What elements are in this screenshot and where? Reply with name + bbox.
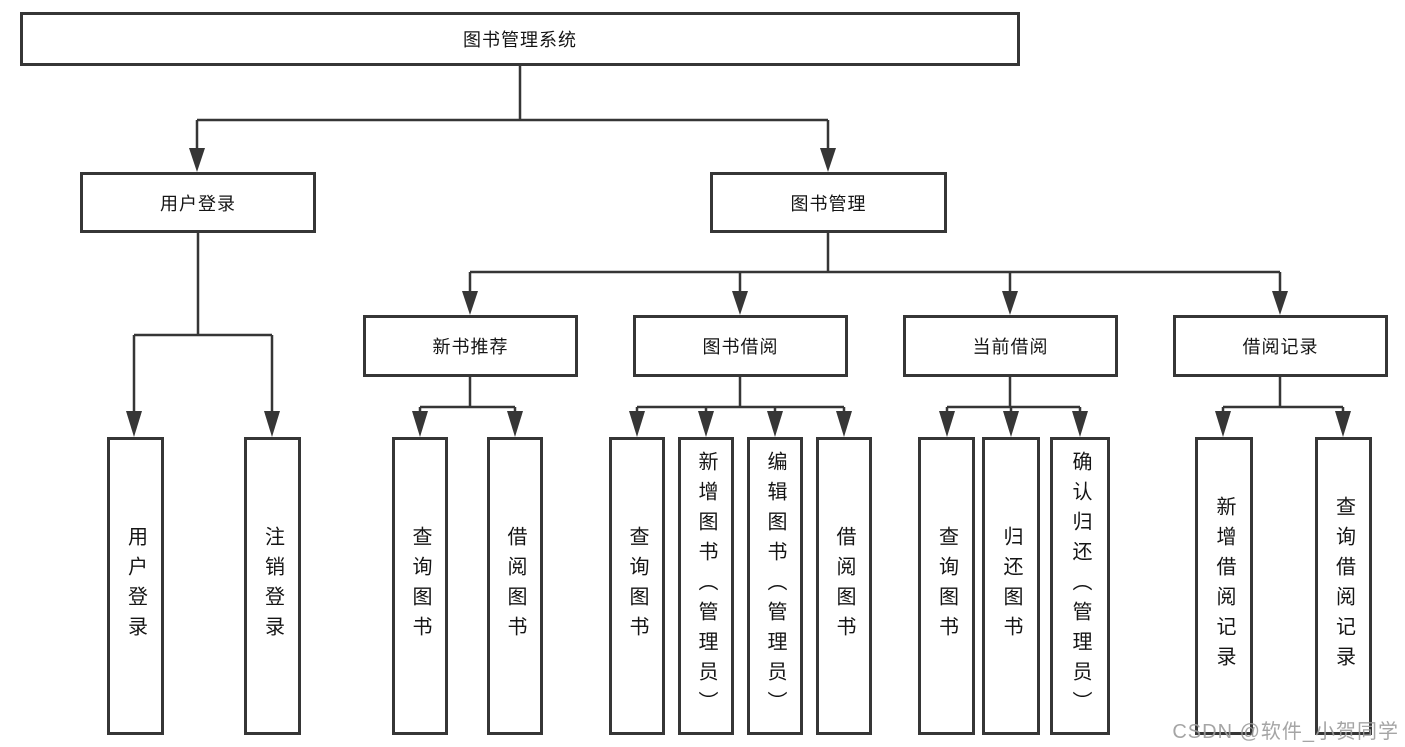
node-label: 查询图书 (626, 526, 648, 646)
node-leaf-query-borrow-record: 查询借阅记录 (1315, 437, 1372, 735)
arrow-icon (189, 148, 205, 172)
node-label: 借阅图书 (504, 526, 526, 646)
node-leaf-user-login: 用户登录 (107, 437, 164, 735)
connector-book-mgmt (468, 233, 1282, 293)
arrow-icon (264, 411, 280, 437)
arrow-icon (1215, 411, 1231, 437)
arrow-icon (732, 291, 748, 315)
node-label: 新增图书（管理员） (695, 451, 717, 721)
arrow-icon (412, 411, 428, 437)
node-leaf-add-borrow-record: 新增借阅记录 (1195, 437, 1253, 735)
node-new-book-rec: 新书推荐 (363, 315, 578, 377)
arrow-icon (462, 291, 478, 315)
node-label: 用户登录 (160, 193, 236, 214)
arrow-icon (698, 411, 714, 437)
csdn-watermark: CSDN @软件_小贺同学 (1172, 721, 1399, 743)
node-label: 借阅记录 (1242, 337, 1319, 357)
node-label: 编辑图书（管理员） (764, 451, 786, 721)
node-label: 图书管理系统 (463, 30, 577, 50)
arrow-icon (1003, 411, 1019, 437)
arrow-icon (1002, 291, 1018, 315)
connector-book-borrow (635, 377, 846, 413)
node-label: 新书推荐 (432, 337, 509, 357)
arrow-icon (1072, 411, 1088, 437)
arrow-icon (820, 148, 836, 172)
arrow-icon (767, 411, 783, 437)
node-root: 图书管理系统 (20, 12, 1020, 66)
arrow-icon (836, 411, 852, 437)
node-current-borrow: 当前借阅 (903, 315, 1118, 377)
node-leaf-confirm-return-admin: 确认归还（管理员） (1050, 437, 1110, 735)
node-label: 查询图书 (409, 526, 431, 646)
node-book-mgmt: 图书管理 (710, 172, 947, 233)
node-leaf-borrow-book: 借阅图书 (816, 437, 872, 735)
connector-root (195, 66, 830, 150)
node-borrow-record: 借阅记录 (1173, 315, 1388, 377)
connector-current-borrow (945, 377, 1082, 413)
node-label: 借阅图书 (833, 526, 855, 646)
connector-new-book-rec (418, 377, 517, 413)
node-label: 查询图书 (935, 526, 958, 646)
node-book-borrow: 图书借阅 (633, 315, 848, 377)
node-label: 图书借阅 (702, 337, 779, 357)
node-label: 归还图书 (1000, 526, 1022, 646)
arrow-icon (939, 411, 955, 437)
node-leaf-edit-book-admin: 编辑图书（管理员） (747, 437, 803, 735)
arrow-icon (629, 411, 645, 437)
arrow-icon (507, 411, 523, 437)
arrow-icon (1335, 411, 1351, 437)
node-user-login: 用户登录 (80, 172, 316, 233)
node-label: 查询借阅记录 (1332, 496, 1355, 676)
node-leaf-current-query-book: 查询图书 (918, 437, 975, 735)
node-label: 当前借阅 (972, 337, 1049, 357)
node-label: 注销登录 (261, 526, 284, 646)
node-label: 图书管理 (790, 193, 867, 214)
connector-user-login (132, 233, 274, 413)
node-label: 用户登录 (124, 526, 147, 646)
node-leaf-borrow-query-book: 查询图书 (609, 437, 665, 735)
node-leaf-recommend-query-book: 查询图书 (392, 437, 448, 735)
node-leaf-recommend-borrow-book: 借阅图书 (487, 437, 543, 735)
node-label: 新增借阅记录 (1213, 496, 1235, 676)
arrow-icon (1272, 291, 1288, 315)
node-leaf-logout: 注销登录 (244, 437, 301, 735)
arrow-icon (126, 411, 142, 437)
node-label: 确认归还（管理员） (1069, 451, 1091, 721)
node-leaf-return-book: 归还图书 (982, 437, 1040, 735)
connector-borrow-record (1221, 377, 1345, 413)
node-leaf-add-book-admin: 新增图书（管理员） (678, 437, 734, 735)
